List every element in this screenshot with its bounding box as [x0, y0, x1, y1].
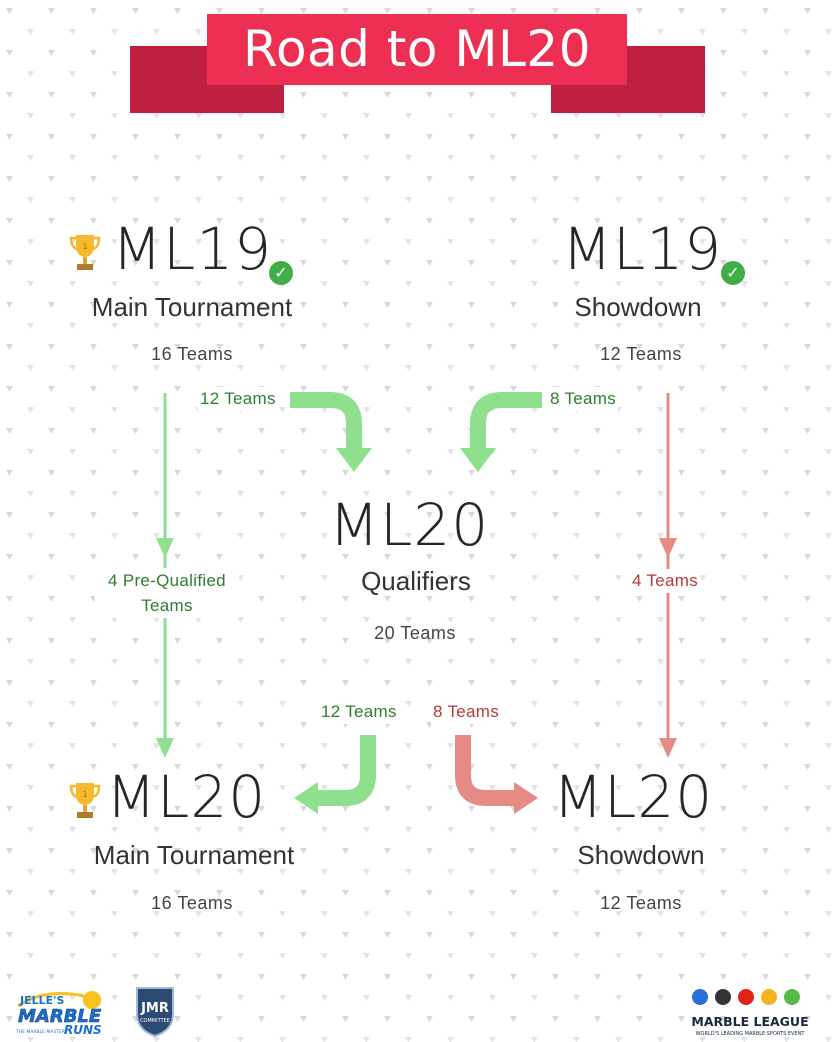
arrow-qualifiers-to-main20	[294, 735, 376, 814]
logo-line1: JELLE'S	[19, 994, 65, 1007]
logo-line2: MARBLE	[18, 1006, 102, 1027]
flow-label-prequalified-line2: Teams	[141, 596, 193, 615]
arrow-showdown19-to-showdown20	[659, 393, 677, 758]
marble-league-name: MARBLE LEAGUE	[691, 1014, 808, 1029]
arrow-qualifiers-to-showdown20	[455, 735, 538, 814]
trophy-icon: 1	[68, 232, 102, 276]
marble-league-logo: MARBLE LEAGUE WORLD'S LEADING MARBLE SPO…	[680, 984, 820, 1038]
flow-label-main-to-qualifiers: 12 Teams	[198, 387, 278, 411]
jmr-logo-sub: COMMITTEE	[140, 1018, 170, 1024]
arrow-main-to-qualifiers	[290, 392, 372, 472]
flow-label-showdown-to-showdown20: 4 Teams	[630, 569, 701, 593]
ml19-showdown-teams: 12 Teams	[600, 344, 682, 364]
arrow-showdown-to-qualifiers	[460, 392, 542, 472]
logo-line3: RUNS	[64, 1023, 102, 1037]
marble-league-tagline: WORLD'S LEADING MARBLE SPORTS EVENT	[696, 1031, 806, 1037]
flow-label-qualifiers-to-showdown20: 8 Teams	[431, 700, 502, 724]
ml19-main-subtitle: Main Tournament	[91, 292, 293, 322]
ml20-qualifiers-subtitle: Qualifiers	[361, 566, 471, 596]
check-icon: ✓	[269, 261, 293, 285]
ml19-showdown-title: ML19	[562, 215, 723, 283]
ml20-main-title: ML20	[106, 763, 267, 831]
ml19-main-teams: 16 Teams	[151, 344, 233, 364]
ml20-showdown-title: ML20	[553, 763, 714, 831]
ml20-qualifiers-teams: 20 Teams	[374, 623, 456, 643]
arrow-main19-to-main20	[156, 393, 174, 758]
jelles-marble-runs-logo: JELLE'S MARBLE RUNS THE MARBLE MASTER	[14, 986, 120, 1038]
jmr-committee-logo: JMR COMMITTEE	[131, 984, 179, 1038]
ml19-main-title: ML19	[112, 215, 273, 283]
logo-tagline: THE MARBLE MASTER	[15, 1029, 65, 1035]
flow-label-showdown-to-qualifiers: 8 Teams	[548, 387, 619, 411]
check-icon: ✓	[721, 261, 745, 285]
ml20-main-teams: 16 Teams	[151, 893, 233, 913]
flow-label-prequalified-line1: 4 Pre-Qualified	[108, 571, 226, 590]
ml20-qualifiers-title: ML20	[329, 491, 490, 559]
flow-label-prequalified: 4 Pre-Qualified Teams	[95, 568, 239, 618]
flow-label-qualifiers-to-main20: 12 Teams	[319, 700, 399, 724]
jmr-logo-text: JMR	[140, 1001, 169, 1016]
ml20-showdown-subtitle: Showdown	[577, 840, 705, 870]
banner-title: Road to ML20	[207, 14, 627, 85]
ml20-main-subtitle: Main Tournament	[93, 840, 295, 870]
svg-text:1: 1	[82, 790, 87, 799]
trophy-icon: 1	[68, 780, 102, 824]
svg-text:1: 1	[82, 242, 87, 251]
ml19-showdown-subtitle: Showdown	[574, 292, 702, 322]
ml20-showdown-teams: 12 Teams	[600, 893, 682, 913]
